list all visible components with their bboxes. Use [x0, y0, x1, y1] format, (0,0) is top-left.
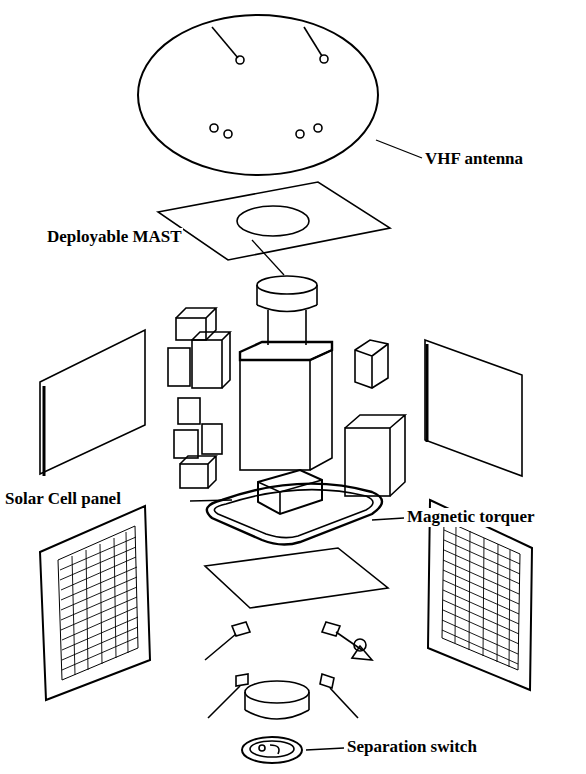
part-label: Separation switch	[346, 738, 478, 757]
separation-ring	[245, 681, 309, 719]
electronics-boxes	[168, 308, 230, 488]
part-label: VHF antenna	[424, 150, 524, 169]
separation-switch	[242, 737, 302, 763]
side-panel	[40, 330, 145, 474]
leader-line	[190, 140, 422, 750]
deployable-mast	[257, 276, 317, 345]
magnetic-torquer	[207, 470, 382, 545]
bottom-plate	[205, 548, 388, 608]
part-label: Deployable MAST	[46, 228, 183, 247]
bracket	[205, 622, 372, 718]
vhf-antenna	[138, 15, 378, 175]
side-panel	[425, 340, 522, 476]
part-label: Magnetic torquer	[406, 508, 536, 527]
part-label: Solar Cell panel	[4, 490, 122, 509]
top-plate	[158, 182, 390, 260]
central-structure	[240, 342, 332, 470]
solar-cell-panel	[40, 500, 532, 700]
right-boxes	[345, 340, 405, 496]
